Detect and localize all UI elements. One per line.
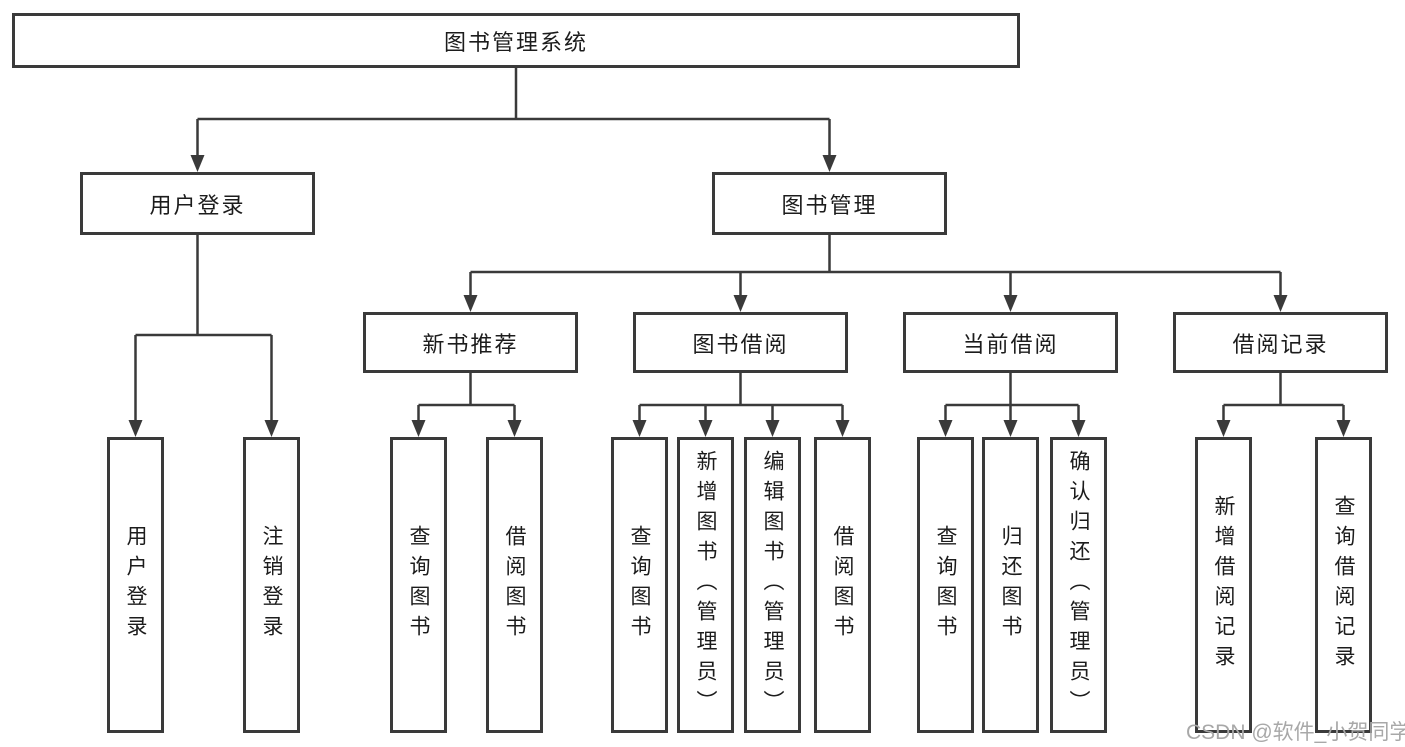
node-label: 借阅记录 — [1232, 331, 1329, 357]
leaf-label: 新增借阅记录 — [1212, 495, 1235, 675]
leaf-label: 借阅图书 — [503, 525, 526, 645]
leaf-query-books-recommend: 查询图书 — [390, 437, 447, 733]
leaf-add-books-admin: 新增图书（管理员） — [677, 437, 734, 733]
leaf-label: 注销登录 — [260, 525, 283, 645]
leaf-label: 确认归还（管理员） — [1067, 450, 1090, 720]
leaf-label: 新增图书（管理员） — [694, 450, 717, 720]
node-book-management: 图书管理 — [712, 172, 947, 235]
leaf-return-books: 归还图书 — [982, 437, 1039, 733]
leaf-label: 归还图书 — [999, 525, 1022, 645]
leaf-confirm-return-admin: 确认归还（管理员） — [1050, 437, 1107, 733]
node-current-borrowing: 当前借阅 — [903, 312, 1118, 373]
leaf-query-books-borrow: 查询图书 — [611, 437, 668, 733]
node-label: 当前借阅 — [962, 331, 1059, 357]
node-new-book-recommendation: 新书推荐 — [363, 312, 578, 373]
csdn-watermark: CSDN @软件_小贺同学 — [1186, 721, 1405, 744]
node-label: 图书管理系统 — [443, 29, 588, 55]
node-label: 图书管理 — [781, 192, 878, 218]
node-label: 用户登录 — [149, 192, 246, 218]
leaf-label: 查询图书 — [934, 525, 957, 645]
leaf-label: 用户登录 — [124, 525, 147, 645]
leaf-add-borrow-record: 新增借阅记录 — [1195, 437, 1252, 733]
node-label: 图书借阅 — [692, 331, 789, 357]
leaf-borrow-books: 借阅图书 — [814, 437, 871, 733]
leaf-label: 借阅图书 — [831, 525, 854, 645]
leaf-label: 查询图书 — [628, 525, 651, 645]
leaf-label: 查询图书 — [407, 525, 430, 645]
leaf-label: 查询借阅记录 — [1332, 495, 1355, 675]
leaf-query-borrow-record: 查询借阅记录 — [1315, 437, 1372, 733]
arrowheads — [128, 155, 1351, 437]
leaf-logout: 注销登录 — [243, 437, 300, 733]
leaf-query-books-current: 查询图书 — [917, 437, 974, 733]
leaf-edit-books-admin: 编辑图书（管理员） — [744, 437, 801, 733]
node-library-management-system: 图书管理系统 — [12, 13, 1020, 68]
node-borrowing-records: 借阅记录 — [1173, 312, 1388, 373]
node-label: 新书推荐 — [422, 331, 519, 357]
leaf-borrow-books-recommend: 借阅图书 — [486, 437, 543, 733]
node-user-login: 用户登录 — [80, 172, 315, 235]
leaf-user-login: 用户登录 — [107, 437, 164, 733]
node-book-borrowing: 图书借阅 — [633, 312, 848, 373]
leaf-label: 编辑图书（管理员） — [761, 450, 784, 720]
